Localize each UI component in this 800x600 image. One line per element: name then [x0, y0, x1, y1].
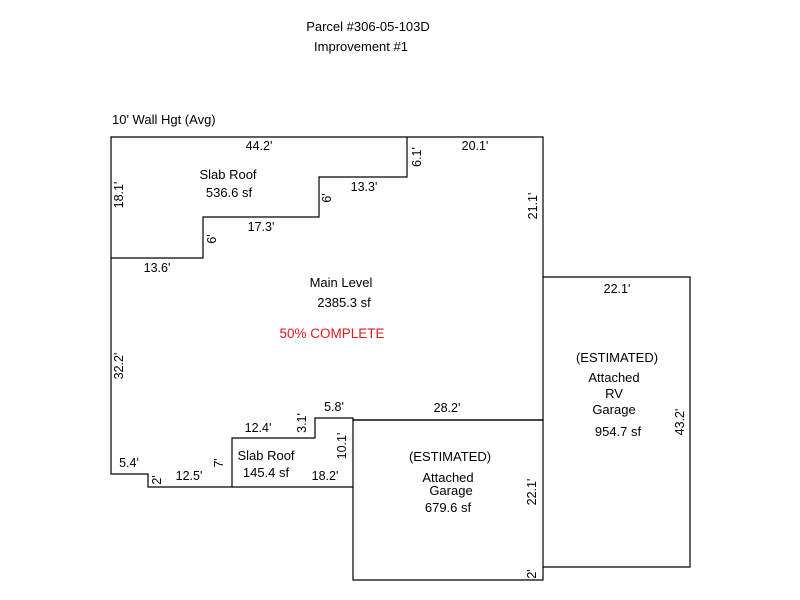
dim-step-13-3: 13.3' [351, 180, 378, 194]
dim-step-6-1: 6.1' [410, 147, 424, 167]
dim-bottom-28-2: 28.2' [434, 401, 461, 415]
dim-bottom-18-2: 18.2' [312, 469, 339, 483]
wall-height-label: 10' Wall Hgt (Avg) [112, 112, 216, 127]
slab-roof-top-size: 536.6 sf [206, 185, 253, 200]
completion-status: 50% COMPLETE [279, 326, 384, 341]
slab-roof-bottom-size: 145.4 sf [243, 465, 290, 480]
dim-bottom-2-a: 2' [150, 475, 164, 484]
rv-garage-name-line3: Garage [592, 402, 635, 417]
dim-step-17-3: 17.3' [248, 220, 275, 234]
dim-top-44-2: 44.2' [246, 139, 273, 153]
parcel-number: Parcel #306-05-103D [306, 19, 430, 34]
dim-rv-43-2: 43.2' [673, 409, 687, 436]
rv-garage-size: 954.7 sf [595, 424, 642, 439]
dim-bottom-3-1: 3.1' [295, 413, 309, 433]
dim-bottom-12-4: 12.4' [245, 421, 272, 435]
dim-left-32-2: 32.2' [112, 353, 126, 380]
garage-outline [352, 419, 544, 581]
dim-left-18-1: 18.1' [112, 182, 126, 209]
dim-rv-22-1: 22.1' [604, 282, 631, 296]
dim-garage-22-1: 22.1' [525, 479, 539, 506]
garage-estimated: (ESTIMATED) [409, 449, 491, 464]
dim-top-20-1: 20.1' [462, 139, 489, 153]
dim-bottom-10-1: 10.1' [335, 433, 349, 460]
dim-bottom-5-4: 5.4' [119, 456, 139, 470]
main-level-size: 2385.3 sf [317, 295, 371, 310]
dim-bottom-5-8: 5.8' [324, 400, 344, 414]
rv-garage-name-line1: Attached [588, 370, 639, 385]
dim-right-21-1: 21.1' [526, 193, 540, 220]
main-level-name: Main Level [310, 275, 373, 290]
dim-bottom-12-5: 12.5' [176, 469, 203, 483]
dim-bottom-7: 7' [212, 458, 226, 467]
slab-roof-bottom-name: Slab Roof [237, 448, 294, 463]
dim-step-6-b: 6' [205, 234, 219, 243]
rv-garage-name-line2: RV [605, 386, 623, 401]
rv-garage-estimated: (ESTIMATED) [576, 350, 658, 365]
slab-roof-top-name: Slab Roof [199, 167, 256, 182]
garage-name-line2: Garage [429, 483, 472, 498]
dim-slab-13-6: 13.6' [144, 261, 171, 275]
garage-size: 679.6 sf [425, 500, 472, 515]
slab-roof-top-boundary [111, 137, 408, 259]
improvement-label: Improvement #1 [314, 39, 408, 54]
garage-name-line1: Attached [422, 470, 473, 485]
dim-step-6-a: 6' [320, 193, 334, 202]
dim-garage-2-b: 2' [525, 569, 539, 578]
main-level-outline [110, 136, 544, 488]
rv-garage-outline [543, 276, 691, 568]
